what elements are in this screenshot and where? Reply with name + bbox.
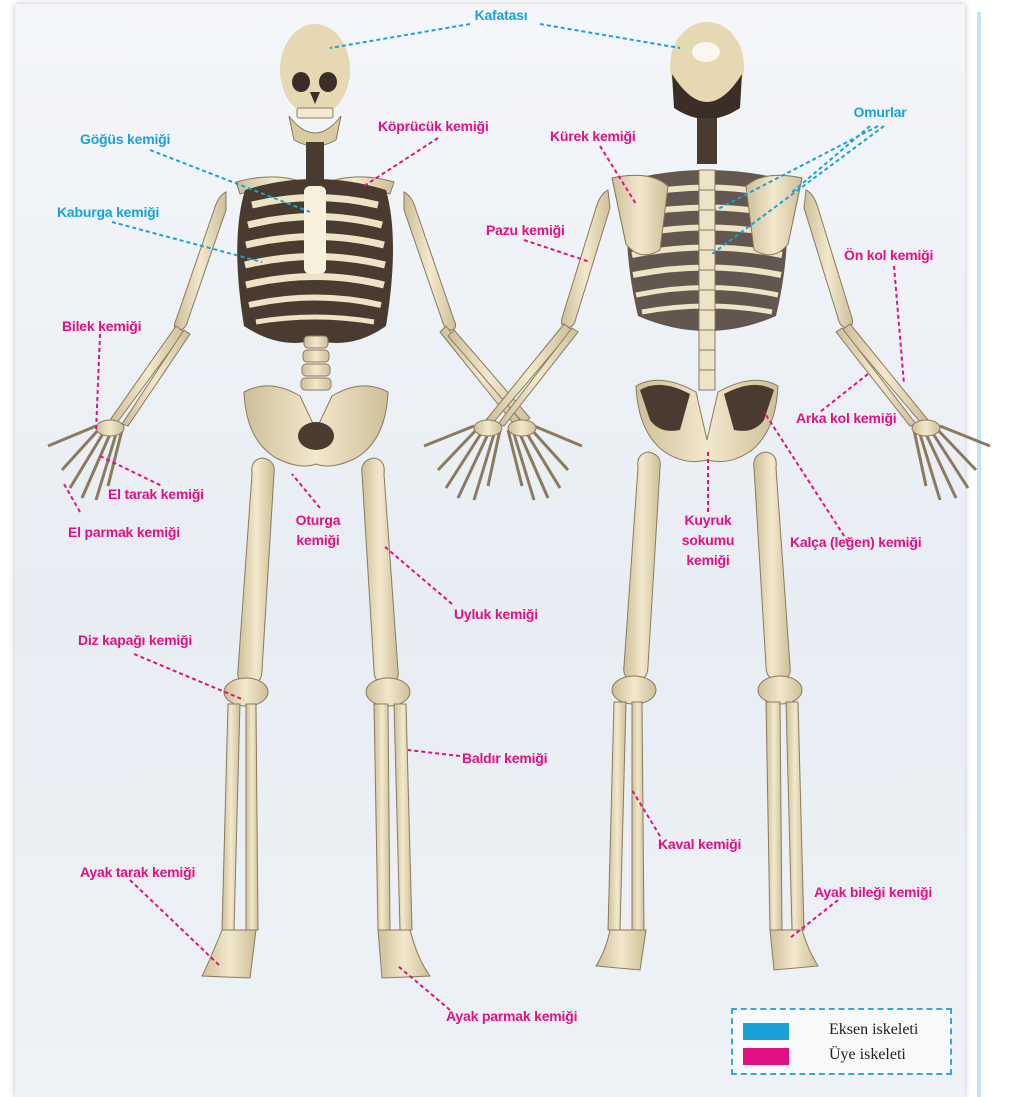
label-uyluk-kemigi: Uyluk kemiği xyxy=(454,606,538,623)
label-kafatasi: Kafatası xyxy=(475,7,528,24)
legend-swatch-appendicular xyxy=(743,1048,789,1065)
label-el-tarak-kemigi: El tarak kemiği xyxy=(108,486,204,503)
legend-box: Eksen iskeleti Üye iskeleti xyxy=(731,1008,952,1075)
label-oturga-line2: kemiği xyxy=(296,530,341,550)
label-kuyruk-line1: Kuyruk xyxy=(682,510,734,530)
back-right-arm xyxy=(804,190,990,500)
legend-label-axial: Eksen iskeleti xyxy=(829,1021,918,1039)
back-skull xyxy=(670,22,744,119)
label-arka-kol-kemigi: Arka kol kemiği xyxy=(796,410,897,427)
back-neck xyxy=(697,118,717,164)
front-left-arm xyxy=(48,192,226,500)
label-ayak-bilegi-kemigi: Ayak bileği kemiği xyxy=(814,884,932,901)
back-spine xyxy=(699,170,715,390)
label-koprucuk-kemigi: Köprücük kemiği xyxy=(378,118,489,135)
front-right-leg xyxy=(362,458,430,978)
front-left-leg xyxy=(202,458,274,978)
label-diz-kapagi-kemigi: Diz kapağı kemiği xyxy=(78,632,192,649)
front-lumbar xyxy=(301,336,331,390)
label-kaburga-kemigi: Kaburga kemiği xyxy=(57,204,159,221)
label-oturga-kemigi: Oturga kemiği xyxy=(296,510,341,550)
legend-swatch-axial xyxy=(743,1023,789,1040)
label-kuyruk-line3: kemiği xyxy=(682,550,734,570)
label-kaval-kemigi: Kaval kemiği xyxy=(658,836,741,853)
front-skull xyxy=(280,24,350,146)
label-pazu-kemigi: Pazu kemiği xyxy=(486,222,565,239)
legend-label-appendicular: Üye iskeleti xyxy=(829,1046,906,1064)
label-kuyruk-line2: sokumu xyxy=(682,530,734,550)
label-el-parmak-kemigi: El parmak kemiği xyxy=(68,524,180,541)
back-left-leg xyxy=(596,452,660,970)
label-on-kol-kemigi: Ön kol kemiği xyxy=(844,247,933,264)
back-right-leg xyxy=(754,452,818,970)
label-omurlar: Omurlar xyxy=(853,104,906,121)
label-kalca-kemigi: Kalça (leğen) kemiği xyxy=(790,534,921,551)
front-ribcage xyxy=(237,179,393,343)
label-baldir-kemigi: Baldır kemiği xyxy=(462,750,547,767)
front-neck xyxy=(306,142,324,182)
label-ayak-parmak-kemigi: Ayak parmak kemiği xyxy=(446,1008,577,1025)
label-gogus-kemigi: Göğüs kemiği xyxy=(80,131,170,148)
label-kuyruk-sokumu-kemigi: Kuyruk sokumu kemiği xyxy=(682,510,734,570)
label-kurek-kemigi: Kürek kemiği xyxy=(550,128,636,145)
label-bilek-kemigi: Bilek kemiği xyxy=(62,318,141,335)
label-ayak-tarak-kemigi: Ayak tarak kemiği xyxy=(80,864,195,881)
label-oturga-line1: Oturga xyxy=(296,510,341,530)
